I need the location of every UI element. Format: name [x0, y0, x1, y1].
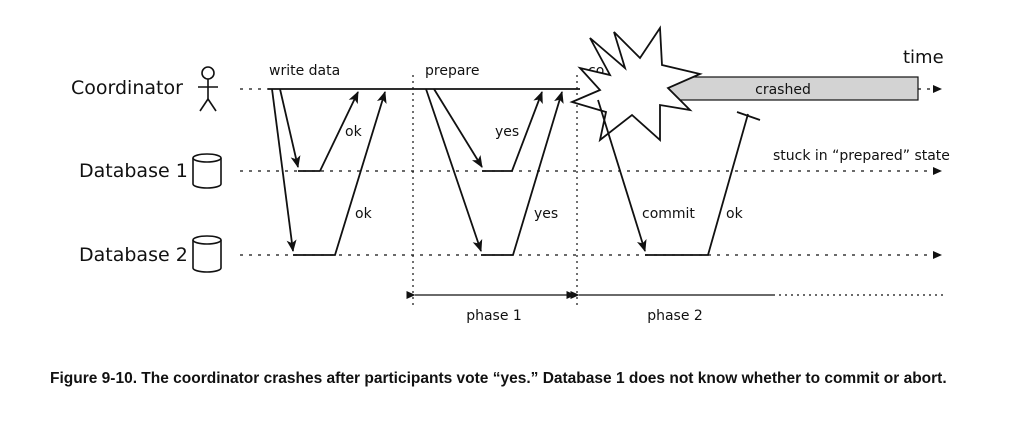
ok-label-db2: ok [355, 206, 373, 222]
yes-label-db2: yes [534, 206, 558, 222]
ok-arrow-db2 [293, 91, 387, 256]
prepare-label: prepare [425, 63, 479, 79]
write-data-label: write data [269, 63, 340, 79]
prepare-arrow-db1 [433, 88, 483, 168]
commit-arrow-db2 [597, 99, 647, 252]
prepare-arrow-db2 [425, 88, 483, 252]
coordinator-arrowhead [933, 85, 942, 93]
two-phase-commit-diagram: Coordinator Database 1 Database 2 crashe… [71, 25, 950, 324]
coordinator-label: Coordinator [71, 77, 183, 99]
ok-arrow-db1 [298, 91, 359, 172]
figure-caption: Figure 9-10. The coordinator crashes aft… [50, 370, 947, 387]
database-icon [192, 235, 222, 273]
time-label: time [903, 47, 944, 68]
yes-label-db1: yes [495, 124, 519, 140]
write-data-arrow-db2 [271, 88, 297, 252]
person-icon [198, 66, 218, 112]
ok-label-db1: ok [345, 124, 363, 140]
database2-arrowhead [933, 251, 942, 259]
write-data-arrow-db1 [279, 88, 301, 168]
database1-label: Database 1 [79, 160, 188, 182]
yes-arrow-db1 [482, 91, 543, 172]
commit-message-label: commit [642, 206, 695, 222]
yes-arrow-db2 [481, 91, 564, 256]
crashed-label: crashed [755, 82, 811, 98]
stuck-label: stuck in “prepared” state [773, 148, 950, 164]
ok-label-lost: ok [726, 206, 744, 222]
ok-lost-arrow-db2 [645, 113, 749, 256]
database-icon [192, 153, 222, 189]
phase2-label: phase 2 [647, 308, 703, 324]
database2-label: Database 2 [79, 244, 188, 266]
database1-arrowhead [933, 167, 942, 175]
lost-message-mark [736, 111, 761, 121]
explosion-icon [569, 25, 703, 143]
phase1-label: phase 1 [466, 308, 522, 324]
